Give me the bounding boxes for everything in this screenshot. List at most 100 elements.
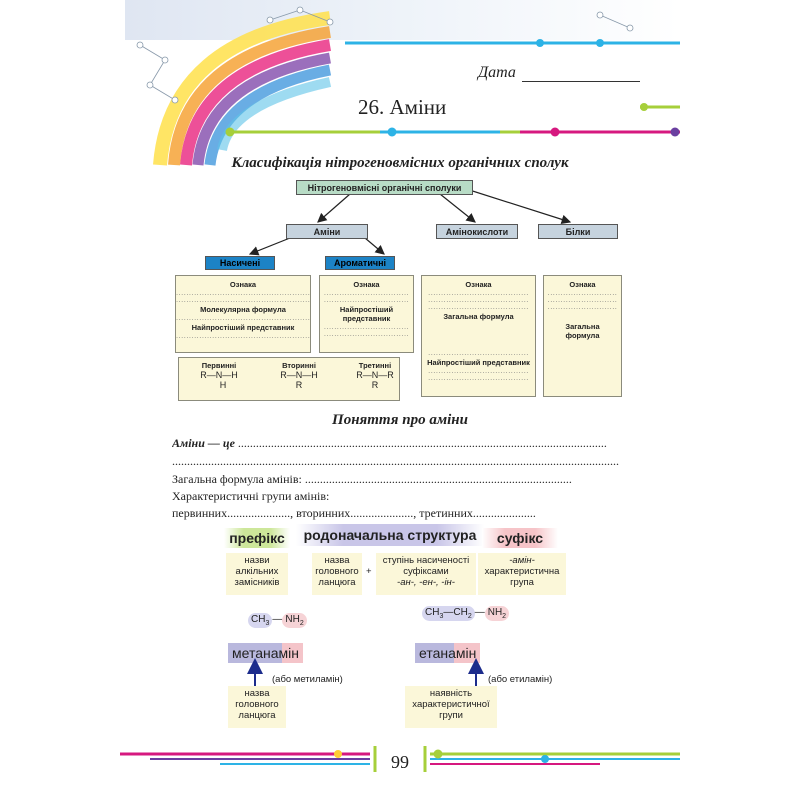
ex2-name: етанамін bbox=[415, 643, 481, 663]
ex2-alt: (або етиламін) bbox=[488, 674, 553, 685]
amine-type-secondary: Вторинні R—N—H R bbox=[275, 361, 323, 390]
date-label: Дата bbox=[478, 64, 516, 81]
card-label: Загальна bbox=[565, 322, 600, 331]
page-number: 99 bbox=[391, 752, 409, 772]
ex1-ch3: CH3 bbox=[248, 613, 273, 628]
blank-line[interactable]: ........................... bbox=[547, 303, 618, 310]
amine-type-label: Вторинні bbox=[282, 361, 316, 370]
ex2-formula: CH3—CH2—NH2 bbox=[422, 606, 510, 621]
card-label: Ознака bbox=[229, 280, 257, 289]
header-decoration bbox=[125, 0, 680, 166]
amine-structure-sub: R bbox=[295, 380, 303, 390]
secondary-label: вторинних bbox=[296, 506, 351, 520]
desc-line: алкільних bbox=[235, 566, 279, 577]
classification-heading: Класифікація нітрогеновмісних органічних… bbox=[231, 155, 569, 171]
amine-structure: R—N—R bbox=[356, 370, 394, 380]
parent-title: родоначальна структура bbox=[296, 524, 484, 546]
amine-structure: R—N—H bbox=[280, 370, 318, 380]
note-line: головного bbox=[235, 699, 279, 710]
amine-type-label: Первинні bbox=[201, 361, 237, 370]
groups-line[interactable]: первинних....................., вторинни… bbox=[172, 506, 536, 520]
page-title: 26. Аміни bbox=[358, 95, 447, 119]
card-label: Найпростіший представник bbox=[427, 358, 530, 367]
blank-line[interactable]: ........................... bbox=[547, 289, 618, 296]
blank-line[interactable]: ....................................... bbox=[428, 303, 529, 310]
desc-line: ступінь насиченості bbox=[382, 555, 470, 566]
desc-line: ланцюга bbox=[318, 577, 356, 588]
card-label: Ознака bbox=[465, 280, 492, 289]
node-aminoacids: Амінокислоти bbox=[436, 224, 518, 239]
amine-type-label: Третинні bbox=[358, 361, 392, 370]
prefix-title: префікс bbox=[224, 528, 290, 548]
ex1-note: назва головного ланцюга bbox=[228, 686, 286, 728]
blank-line[interactable]: ........................................… bbox=[176, 314, 310, 321]
date-blank[interactable] bbox=[521, 67, 640, 82]
root-node: Нітрогеновмісні органічні сполуки bbox=[296, 180, 473, 195]
parent-title-text: родоначальна структура bbox=[303, 527, 477, 543]
definition-line[interactable]: Аміни — це .............................… bbox=[172, 436, 607, 450]
card-label: Найпростіший bbox=[339, 305, 394, 314]
prefix-title-text: префікс bbox=[229, 530, 285, 546]
tertiary-label: третинних bbox=[419, 506, 473, 520]
desc-line: замісників bbox=[234, 577, 280, 588]
suffix-title: суфікс bbox=[482, 528, 558, 548]
desc-line: -ан-, -ен-, -ін- bbox=[397, 577, 455, 588]
card-aminoacids: Ознака .................................… bbox=[421, 275, 536, 397]
note-line: ланцюга bbox=[238, 710, 276, 721]
card-label: Ознака bbox=[569, 280, 596, 289]
ex1-alt: (або метиламін) bbox=[272, 674, 343, 685]
desc-line: характеристична bbox=[484, 566, 560, 577]
ex1-formula: CH3—NH2 bbox=[248, 613, 307, 628]
prefix-desc: назви алкільних замісників bbox=[226, 553, 288, 595]
desc-line: назви bbox=[244, 555, 270, 566]
card-aromatic: Ознака .................................… bbox=[319, 275, 414, 353]
amine-structure-sub: R bbox=[371, 380, 379, 390]
blank-line[interactable]: ....................................... bbox=[428, 374, 529, 381]
desc-line: група bbox=[510, 577, 534, 588]
ex2-chain: CH3—CH2 bbox=[422, 606, 475, 621]
ex1-name: метанамін bbox=[228, 643, 303, 663]
blank-line[interactable]: ....................................... bbox=[428, 367, 529, 374]
amine-structure-sub: H bbox=[219, 380, 227, 390]
desc-line: назва bbox=[324, 555, 350, 566]
blank-line[interactable]: ................................. bbox=[323, 289, 410, 296]
amine-structure: R—N—H bbox=[200, 370, 238, 380]
definition-label: Аміни — це bbox=[172, 436, 235, 450]
node-saturated: Насичені bbox=[205, 256, 275, 270]
blank-line[interactable]: ................................. bbox=[323, 330, 410, 337]
card-label: Загальна формула bbox=[443, 312, 514, 321]
node-proteins: Білки bbox=[538, 224, 618, 239]
suffix-desc: -амін- характеристична група bbox=[478, 553, 566, 595]
blank-line[interactable]: ....................................... bbox=[428, 296, 529, 303]
blank-line[interactable]: ........................................… bbox=[176, 289, 310, 296]
footer-decoration bbox=[120, 746, 680, 772]
blank-line[interactable]: ........................................… bbox=[176, 296, 310, 303]
ex2-note: наявність характеристичної групи bbox=[405, 686, 497, 728]
note-line: наявність bbox=[429, 688, 473, 699]
node-amines: Аміни bbox=[286, 224, 368, 239]
date-field: Дата bbox=[478, 64, 640, 82]
blank-line[interactable]: ........................................… bbox=[172, 454, 619, 468]
blank-line[interactable]: ........................... bbox=[547, 296, 618, 303]
card-saturated: Ознака .................................… bbox=[175, 275, 311, 353]
blank-line[interactable]: ................................. bbox=[323, 296, 410, 303]
parent-desc-2: ступінь насиченості суфіксами -ан-, -ен-… bbox=[376, 553, 476, 595]
primary-label: первинних bbox=[172, 506, 228, 520]
node-aromatic: Ароматичні bbox=[325, 256, 395, 270]
card-label: представник bbox=[342, 314, 391, 323]
general-formula-line[interactable]: Загальна формула амінів: ...............… bbox=[172, 472, 572, 486]
blank-line[interactable]: ....................................... bbox=[428, 289, 529, 296]
blank-line[interactable]: ....................................... bbox=[428, 349, 529, 356]
card-label: Найпростіший представник bbox=[191, 323, 295, 332]
desc-line: суфіксами bbox=[403, 566, 449, 577]
card-proteins: Ознака ........................... .....… bbox=[543, 275, 622, 397]
note-line: групи bbox=[439, 710, 463, 721]
ex1-nh2: NH2 bbox=[282, 613, 307, 628]
blank-line[interactable]: ................................. bbox=[323, 323, 410, 330]
blank-line[interactable]: ........................................… bbox=[176, 332, 310, 339]
parent-desc-1: назва головного ланцюга bbox=[312, 553, 362, 595]
card-label: формула bbox=[565, 331, 600, 340]
desc-line: -амін- bbox=[509, 555, 535, 566]
